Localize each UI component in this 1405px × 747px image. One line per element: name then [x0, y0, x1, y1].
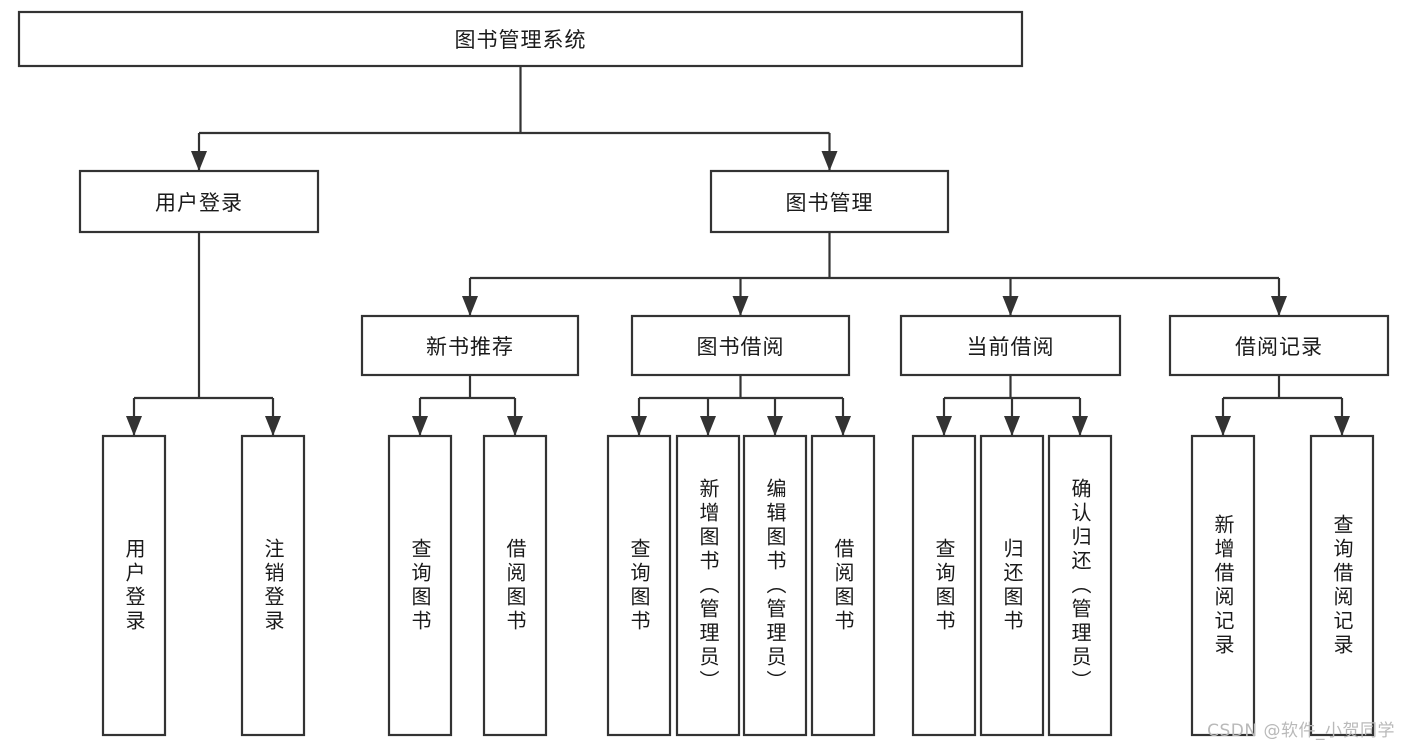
node-box-leaf-borrow-book-2[interactable]: [810, 434, 876, 737]
node-box-leaf-add-record[interactable]: [1190, 434, 1256, 737]
arrow-head-leaf-edit-book: [767, 416, 783, 436]
arrow-head-leaf-confirm-return: [1072, 416, 1088, 436]
arrow-head-borrow-record: [1271, 296, 1287, 316]
node-box-leaf-query-book-2[interactable]: [606, 434, 672, 737]
arrow-head-leaf-query-book-3: [936, 416, 952, 436]
arrow-head-leaf-logout: [265, 416, 281, 436]
arrow-head-leaf-borrow-book-2: [835, 416, 851, 436]
arrow-head-user-login: [191, 151, 207, 171]
node-box-leaf-query-record[interactable]: [1309, 434, 1375, 737]
arrow-head-new-book-recommend: [462, 296, 478, 316]
arrow-head-leaf-borrow-book-1: [507, 416, 523, 436]
node-box-leaf-borrow-book-1[interactable]: [482, 434, 548, 737]
watermark-text: CSDN @软件_小贺同学: [1207, 721, 1395, 741]
node-box-leaf-edit-book[interactable]: [742, 434, 808, 737]
arrow-head-leaf-query-book-1: [412, 416, 428, 436]
node-box-leaf-add-book[interactable]: [675, 434, 741, 737]
connector-layer: [126, 66, 1350, 436]
arrow-head-book-manage: [821, 151, 838, 171]
arrow-head-leaf-query-record: [1334, 416, 1350, 436]
node-box-leaf-confirm-return[interactable]: [1047, 434, 1113, 737]
arrow-head-leaf-user-login: [126, 416, 142, 436]
node-box-borrow-record[interactable]: [1168, 314, 1390, 377]
node-box-new-book-recommend[interactable]: [360, 314, 580, 377]
node-box-leaf-logout[interactable]: [240, 434, 306, 737]
arrow-head-leaf-return-book: [1004, 416, 1020, 436]
arrow-head-current-borrow: [1002, 296, 1019, 316]
node-box-book-manage[interactable]: [709, 169, 950, 234]
node-box-leaf-return-book[interactable]: [979, 434, 1045, 737]
arrow-head-leaf-add-book: [700, 416, 716, 436]
node-box-user-login[interactable]: [78, 169, 320, 234]
node-box-book-borrow[interactable]: [630, 314, 851, 377]
node-box-leaf-query-book-1[interactable]: [387, 434, 453, 737]
node-box-root[interactable]: [17, 10, 1024, 68]
node-box-layer: [17, 10, 1390, 737]
arrow-head-book-borrow: [732, 296, 749, 316]
arrow-head-leaf-add-record: [1215, 416, 1231, 436]
node-box-current-borrow[interactable]: [899, 314, 1122, 377]
arrow-head-leaf-query-book-2: [631, 416, 647, 436]
node-box-leaf-user-login[interactable]: [101, 434, 167, 737]
node-box-leaf-query-book-3[interactable]: [911, 434, 977, 737]
